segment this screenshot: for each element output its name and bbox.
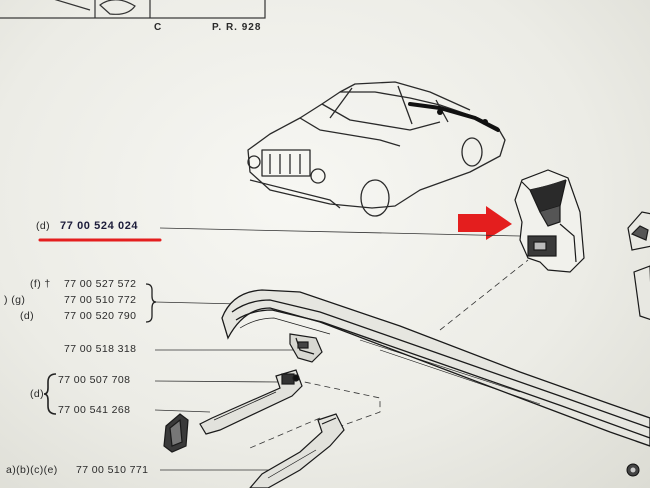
bracket-part — [289, 333, 323, 363]
group1-ref-2: ) (g) — [4, 294, 26, 306]
main-part-number: 77 00 524 024 — [60, 220, 139, 232]
dashed-guides — [249, 259, 529, 449]
bolt-part — [626, 463, 640, 477]
car-illustration — [247, 81, 506, 217]
single-part-number: 77 00 518 318 — [64, 343, 137, 355]
bumper-moulding — [221, 289, 650, 447]
strap-bracket-part — [199, 369, 303, 435]
group2-ref: (d) — [30, 388, 45, 400]
leader-lines — [154, 227, 521, 471]
header-left-label: C — [154, 22, 163, 33]
group1-part-3: 77 00 520 790 — [64, 310, 137, 322]
bottom-ref: a)(b)(c)(e) — [6, 464, 58, 476]
header-box — [0, 0, 266, 19]
group1-ref-1: (f) † — [30, 278, 51, 290]
header-right-label: P. R. 928 — [212, 22, 262, 33]
brace-group2 — [43, 373, 57, 415]
brace-group1 — [145, 283, 157, 323]
main-ref: (d) — [36, 220, 51, 232]
clip-part — [514, 169, 585, 273]
group1-part-1: 77 00 527 572 — [64, 278, 137, 290]
red-arrow-icon — [458, 206, 512, 240]
pad-part — [163, 413, 189, 453]
group1-ref-3: (d) — [20, 310, 35, 322]
edge-parts — [627, 211, 650, 320]
lower-strap-part — [249, 413, 345, 488]
group2-part-1: 77 00 507 708 — [58, 374, 131, 386]
group2-part-2: 77 00 541 268 — [58, 404, 131, 416]
bottom-part-number: 77 00 510 771 — [76, 464, 149, 476]
group1-part-2: 77 00 510 772 — [64, 294, 137, 306]
